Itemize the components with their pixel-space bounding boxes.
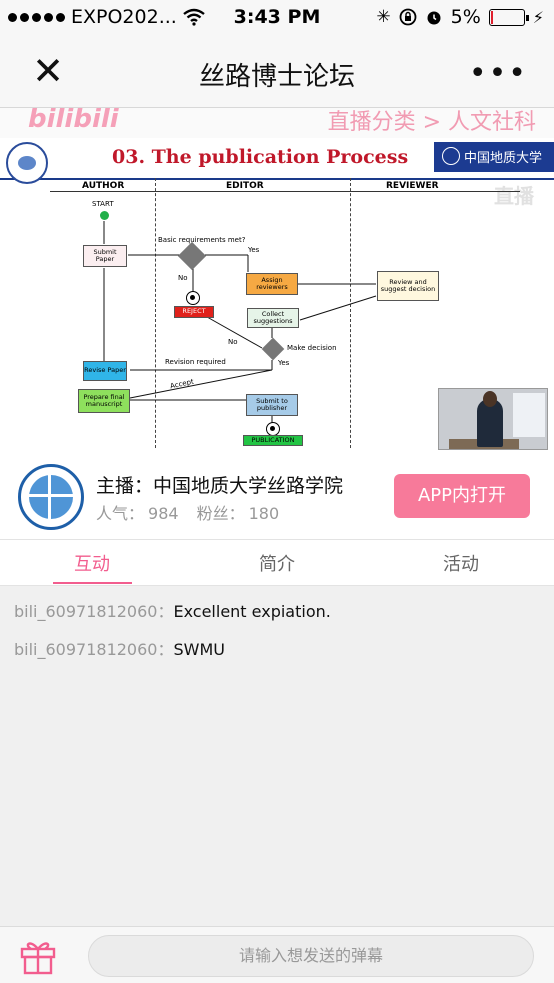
carrier-label: EXPO202...: [71, 6, 177, 28]
video-top-strip: bilibili 直播分类 > 人文社科: [0, 108, 554, 138]
anchor-avatar[interactable]: [18, 464, 84, 530]
tab-interaction[interactable]: 互动: [74, 554, 110, 575]
assign-reviewers-node: Assign reviewers: [246, 273, 298, 295]
gift-icon[interactable]: [18, 935, 58, 975]
lane-header-line: [50, 191, 520, 192]
open-in-app-button[interactable]: APP内打开: [394, 474, 530, 518]
battery-fill: [490, 10, 493, 24]
review-suggest-node: Review and suggest decision: [377, 271, 439, 301]
submit-publisher-node: Submit to publisher: [246, 394, 298, 416]
popularity-label: 人气：: [96, 504, 145, 523]
speaker-figure: [477, 399, 503, 447]
wifi-icon: [183, 8, 205, 26]
basic-requirements-label: Basic requirements met?: [158, 236, 246, 244]
submit-paper-node: Submit Paper: [83, 245, 127, 267]
tab-activity[interactable]: 活动: [443, 554, 479, 575]
no-label: No: [178, 274, 188, 282]
popularity-value: 984: [148, 504, 179, 523]
lane-divider: [155, 178, 156, 448]
chat-text: Excellent expiation.: [173, 602, 331, 621]
status-time: 3:43 PM: [233, 6, 321, 28]
start-node: [100, 211, 109, 220]
anchor-name: 主播：中国地质大学丝路学院: [96, 475, 344, 497]
school-seal-icon: [6, 142, 48, 184]
active-tab-indicator: [53, 582, 132, 584]
signal-icon: [8, 12, 65, 22]
battery-percent: 5%: [450, 6, 481, 28]
anchor-stats: 人气：984 粉丝：180: [96, 500, 283, 524]
projector-screen: [513, 393, 545, 437]
slide-title-bar: [0, 138, 554, 180]
university-name: 中国地质大学: [464, 151, 543, 166]
prepare-final-node: Prepare final manuscript: [78, 389, 130, 413]
tab-bar: 互动 简介 活动: [0, 540, 554, 586]
status-bar: EXPO202... 3:43 PM ✳ 5% ⚡: [0, 0, 554, 36]
avatar-emblem: [29, 475, 73, 519]
revision-required-label: Revision required: [165, 358, 226, 366]
yes-label-2: Yes: [278, 359, 290, 367]
anchor-info: 主播：中国地质大学丝路学院 人气：984 粉丝：180 APP内打开: [0, 460, 554, 540]
flowchart-arrows: [103, 221, 377, 424]
bottom-bar: 请输入想发送的弹幕: [0, 926, 554, 983]
loading-icon: ✳: [376, 7, 391, 27]
collect-suggestions-node: Collect suggestions: [247, 308, 299, 328]
speaker-head: [483, 391, 497, 407]
chat-message: bili_60971812060：Excellent expiation.: [14, 598, 331, 622]
more-icon[interactable]: •••: [468, 56, 528, 91]
revise-paper-node: Revise Paper: [83, 361, 127, 381]
slide-title: 03. The publication Process: [112, 146, 409, 168]
lane-reviewer: REVIEWER: [386, 181, 439, 191]
reject-node: REJECT: [174, 306, 214, 318]
rotation-lock-icon: [399, 8, 417, 26]
speaker-camera-thumbnail[interactable]: [438, 388, 548, 450]
lane-editor: EDITOR: [226, 181, 264, 191]
danmaku-input[interactable]: 请输入想发送的弹幕: [88, 935, 534, 977]
publication-node: PUBLICATION: [243, 435, 303, 446]
university-banner: 中国地质大学: [434, 142, 554, 172]
tab-intro[interactable]: 简介: [259, 554, 295, 575]
category-breadcrumb: 直播分类 > 人文社科: [327, 110, 536, 135]
status-right: ✳ 5% ⚡: [376, 6, 544, 28]
chat-username[interactable]: bili_60971812060：: [14, 602, 174, 621]
reject-terminal-icon: [186, 291, 200, 305]
avatar-emblem-line: [48, 475, 51, 519]
publication-terminal-icon: [266, 422, 280, 436]
fans-value: 180: [248, 504, 280, 523]
status-left: EXPO202...: [8, 6, 205, 28]
page-title: 丝路博士论坛: [198, 62, 355, 92]
bilibili-logo: bilibili: [28, 108, 119, 134]
make-decision-label: Make decision: [287, 344, 337, 352]
nav-bar: ✕ 丝路博士论坛 •••: [0, 36, 554, 108]
avatar-emblem-line: [29, 494, 73, 497]
battery-icon: [488, 8, 529, 26]
yes-label: Yes: [248, 246, 260, 254]
lane-author: AUTHOR: [82, 181, 125, 191]
chat-message: bili_60971812060：SWMU: [14, 636, 225, 660]
video-player[interactable]: bilibili 直播分类 > 人文社科 03. The publication…: [0, 108, 554, 460]
charging-icon: ⚡: [532, 7, 544, 27]
start-label: START: [92, 200, 114, 208]
alarm-icon: [427, 11, 441, 25]
no-label-2: No: [228, 338, 238, 346]
live-watermark: 直播: [494, 184, 534, 208]
university-emblem-icon: [442, 147, 460, 165]
chat-text: SWMU: [173, 640, 225, 659]
chat-username[interactable]: bili_60971812060：: [14, 640, 174, 659]
fans-label: 粉丝：: [196, 504, 245, 523]
close-icon[interactable]: ✕: [32, 49, 64, 93]
chat-list: bili_60971812060：Excellent expiation. bi…: [0, 586, 554, 926]
lane-divider: [350, 178, 351, 448]
